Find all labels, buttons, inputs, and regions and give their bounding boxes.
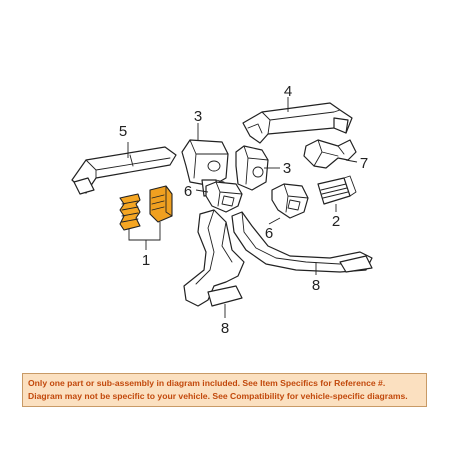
callout-7: 7	[360, 155, 368, 172]
part-3-middle-box	[235, 145, 269, 191]
part-2-vent	[317, 175, 357, 205]
callout-1: 1	[142, 252, 150, 269]
callout-6-left: 6	[184, 183, 192, 200]
callout-2: 2	[332, 213, 340, 230]
leader-lines	[127, 97, 358, 318]
callout-5: 5	[119, 123, 127, 140]
callout-3-middle: 3	[283, 160, 291, 177]
part-5-duct	[71, 146, 177, 195]
part-8-left-duct	[183, 209, 245, 307]
notice-line-1: Only one part or sub-assembly in diagram…	[28, 378, 386, 388]
part-6-left-bracket	[205, 181, 243, 213]
disclaimer-notice: Only one part or sub-assembly in diagram…	[22, 373, 427, 407]
callout-numbers: 5 3 4 3 6 7 2 6 1 8 8	[119, 83, 368, 337]
callout-8-left: 8	[221, 320, 229, 337]
callout-3-upper: 3	[194, 108, 202, 125]
part-7-elbow	[303, 139, 357, 169]
notice-line-2: Diagram may not be specific to your vehi…	[28, 391, 408, 401]
callout-8-right: 8	[312, 277, 320, 294]
part-6-right-bracket	[271, 183, 309, 219]
part-4-duct	[242, 102, 353, 144]
callout-4: 4	[284, 83, 292, 100]
part-1-highlighted-vents	[119, 185, 173, 231]
callout-6-right: 6	[265, 225, 273, 242]
part-8-right-duct	[231, 211, 373, 273]
